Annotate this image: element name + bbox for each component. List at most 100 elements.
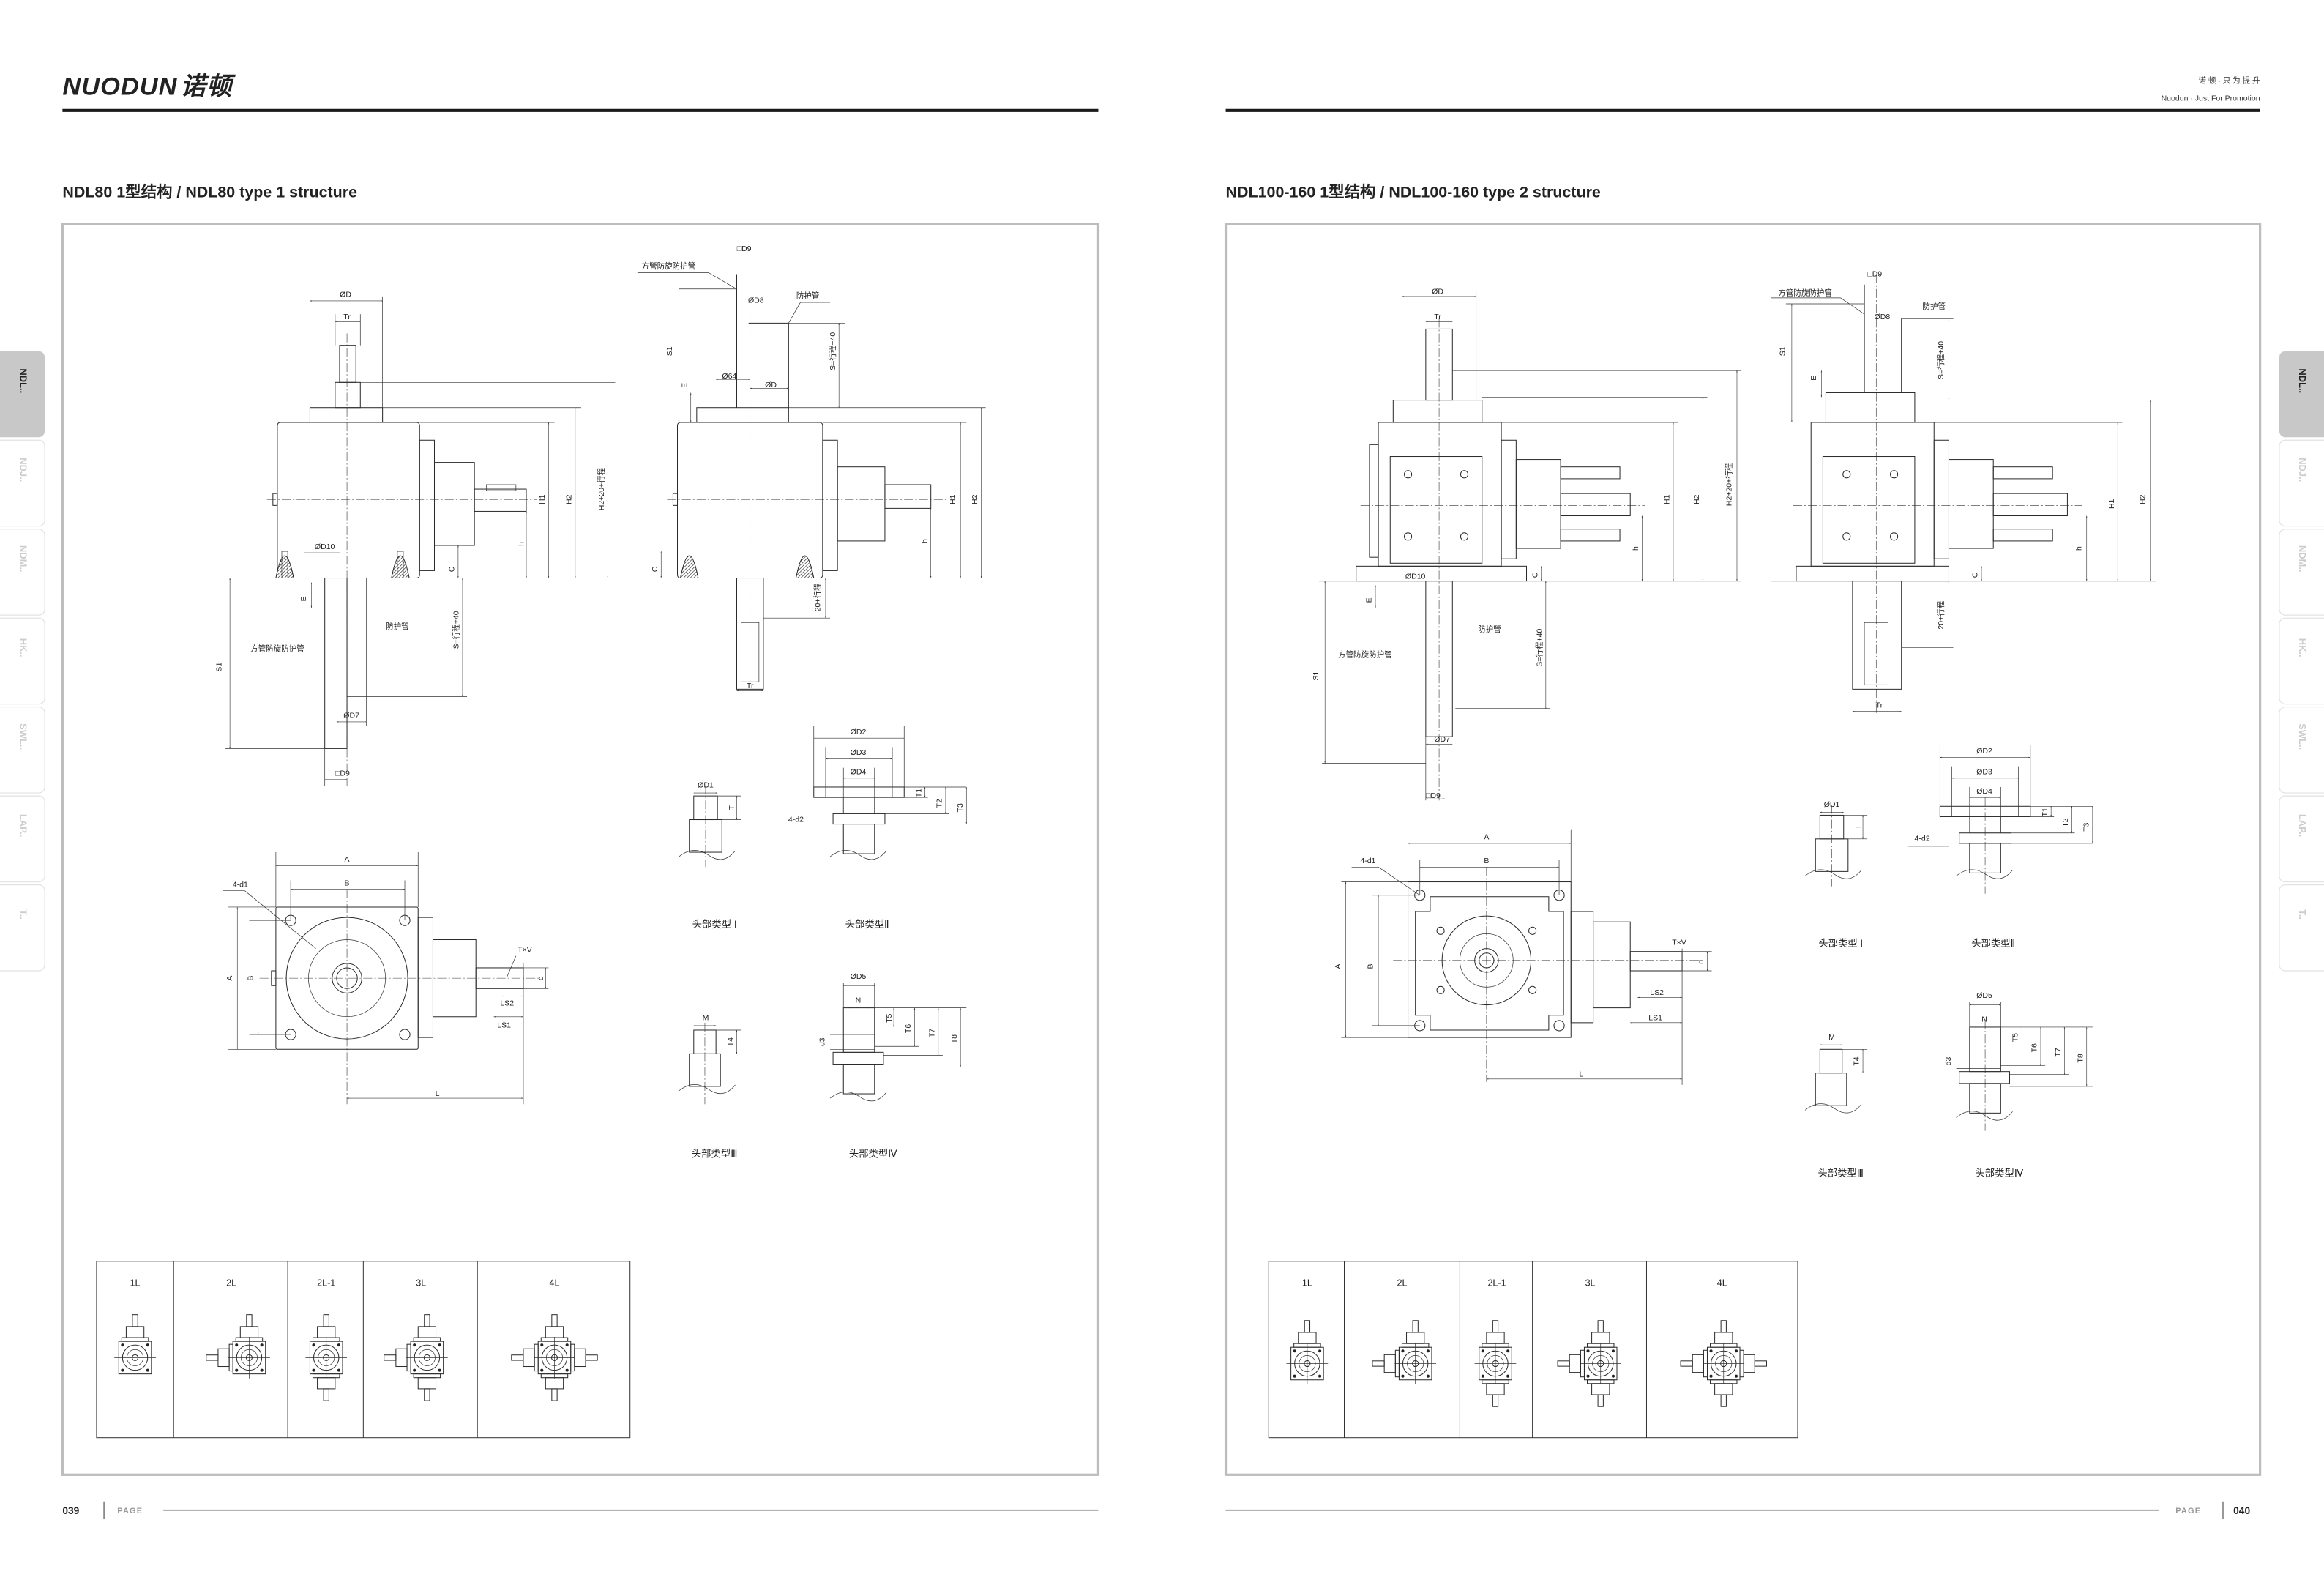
side-tabs-right: NDL.. NDJ.. NDM.. HK.. SWL.. LAP.. T.. <box>2279 351 2324 972</box>
h1-label: H1 <box>949 494 957 504</box>
h2-label: H2 <box>2138 494 2147 504</box>
side-tab-lap[interactable]: LAP.. <box>2279 795 2324 883</box>
h1-label: H1 <box>2107 499 2116 509</box>
square-guard-label: 方管防旋防护管 <box>1338 650 1392 660</box>
side-tab-hk[interactable]: HK.. <box>2279 617 2324 705</box>
layout-4l-icon <box>511 1314 598 1401</box>
d9-label: □D9 <box>1426 791 1441 800</box>
h2-label: H2 <box>1692 494 1701 504</box>
c-label: C <box>1531 572 1539 578</box>
l-label: L <box>1579 1070 1583 1078</box>
e-label: E <box>299 596 308 601</box>
side-tab-lap[interactable]: LAP.. <box>0 795 45 883</box>
t3-t4-label: T4 <box>1853 1056 1861 1065</box>
s1-label: S1 <box>215 662 224 671</box>
side-tab-swl[interactable]: SWL.. <box>0 707 45 794</box>
a-left-label: A <box>1334 963 1342 969</box>
left-drawing-frame <box>61 223 1100 1476</box>
layout-1l-icon <box>1285 1320 1329 1385</box>
txv-label: T×V <box>1672 938 1686 947</box>
d1-label: 4-d1 <box>233 880 248 889</box>
left-front-view <box>225 296 616 786</box>
t2-t1-label: T1 <box>2041 808 2050 816</box>
side-tab-label: LAP.. <box>2297 814 2308 837</box>
layout-header: 2L-1 <box>1487 1278 1506 1288</box>
t4-cap-label: 头部类型Ⅳ <box>849 1149 897 1160</box>
side-tab-label: NDJ.. <box>18 458 29 482</box>
side-tab-ndl[interactable]: NDL.. <box>2279 351 2324 438</box>
s-label: S=行程+40 <box>452 611 461 649</box>
d-label: d <box>537 976 545 980</box>
page-number-right: 040 <box>2233 1505 2250 1516</box>
d7-label: ØD7 <box>1434 735 1450 744</box>
s-label: S=行程+40 <box>1936 341 1946 379</box>
t4-t6-label: T6 <box>2030 1043 2039 1052</box>
guard-label: 防护管 <box>1478 625 1501 634</box>
b-label: B <box>345 879 350 887</box>
right-layout-table <box>1268 1261 1798 1439</box>
b-label: B <box>1484 857 1489 865</box>
layout-header: 3L <box>416 1278 426 1288</box>
layout-3l-icon <box>384 1314 449 1401</box>
head-type-2 <box>781 726 968 875</box>
layout-header: 4L <box>549 1278 559 1288</box>
side-tab-ndj[interactable]: NDJ.. <box>2279 439 2324 527</box>
t1-t-label: T <box>728 805 736 810</box>
t2-d2-label: ØD2 <box>851 728 867 737</box>
t4-d3-label: d3 <box>818 1037 827 1046</box>
d10-label: ØD10 <box>315 543 335 551</box>
square-guard-label: 方管防旋防护管 <box>1778 288 1832 298</box>
t4-t8-label: T8 <box>2076 1054 2085 1062</box>
t2-d2-label: ØD2 <box>1976 747 1992 756</box>
d8-label: ØD8 <box>1875 313 1891 321</box>
d64-label: Ø64 <box>722 372 736 381</box>
t1-cap-label: 头部类型 I <box>692 919 737 930</box>
s1-label: S1 <box>1312 671 1320 681</box>
side-tab-label: LAP.. <box>18 814 29 837</box>
h-label: h <box>1632 546 1640 551</box>
layout-header: 2L <box>226 1278 236 1288</box>
a-label: A <box>345 855 350 864</box>
ls2-label: LS2 <box>500 999 514 1007</box>
d-label: ØD <box>765 381 777 389</box>
layout-header: 2L <box>1397 1278 1407 1288</box>
side-tab-t[interactable]: T.. <box>2279 884 2324 972</box>
h-label: h <box>920 539 929 543</box>
side-tab-ndm[interactable]: NDM.. <box>0 529 45 616</box>
t1-d1-label: ØD1 <box>698 781 714 790</box>
side-tab-label: NDL.. <box>2297 368 2308 393</box>
ls2-label: LS2 <box>1650 988 1664 997</box>
side-tab-ndj[interactable]: NDJ.. <box>0 439 45 527</box>
t4-d5-label: ØD5 <box>1976 991 1992 1000</box>
t3-t4-label: T4 <box>726 1037 735 1046</box>
t4-t5-label: T5 <box>2011 1033 2020 1042</box>
t2-holes-label: 4-d2 <box>788 815 804 824</box>
d9-label: □D9 <box>737 245 752 253</box>
layout-2l-1-icon <box>304 1314 348 1401</box>
layout-header: 3L <box>1585 1278 1596 1288</box>
d7-label: ØD7 <box>343 712 359 720</box>
t2-t3-label: T3 <box>2082 822 2091 831</box>
t2-d3-label: ØD3 <box>1976 768 1992 777</box>
side-tab-label: NDM.. <box>2297 545 2308 573</box>
right-front-view <box>1319 290 1742 801</box>
t2-t1-label: T1 <box>914 788 923 797</box>
side-tab-ndl[interactable]: NDL.. <box>0 351 45 438</box>
side-tab-t[interactable]: T.. <box>0 884 45 972</box>
right-section-title: NDL100-160 1型结构 / NDL100-160 type 2 stru… <box>1226 182 1601 201</box>
s-label: S=行程+40 <box>828 332 837 370</box>
tr-label: Tr <box>343 313 351 321</box>
side-tab-hk[interactable]: HK.. <box>0 617 45 705</box>
tagline-cn: 诺 顿 · 只 为 提 升 <box>2198 75 2260 85</box>
left-side-view <box>637 266 986 697</box>
t2-d4-label: ØD4 <box>851 768 867 777</box>
layout-2l-icon <box>206 1314 271 1379</box>
head-type-4 <box>829 983 967 1112</box>
layout-header: 2L-1 <box>317 1278 335 1288</box>
h-label: h <box>518 542 526 546</box>
side-tab-ndm[interactable]: NDM.. <box>2279 529 2324 616</box>
c-label: C <box>448 566 457 572</box>
side-tab-label: SWL.. <box>2297 723 2308 750</box>
side-tab-swl[interactable]: SWL.. <box>2279 707 2324 794</box>
